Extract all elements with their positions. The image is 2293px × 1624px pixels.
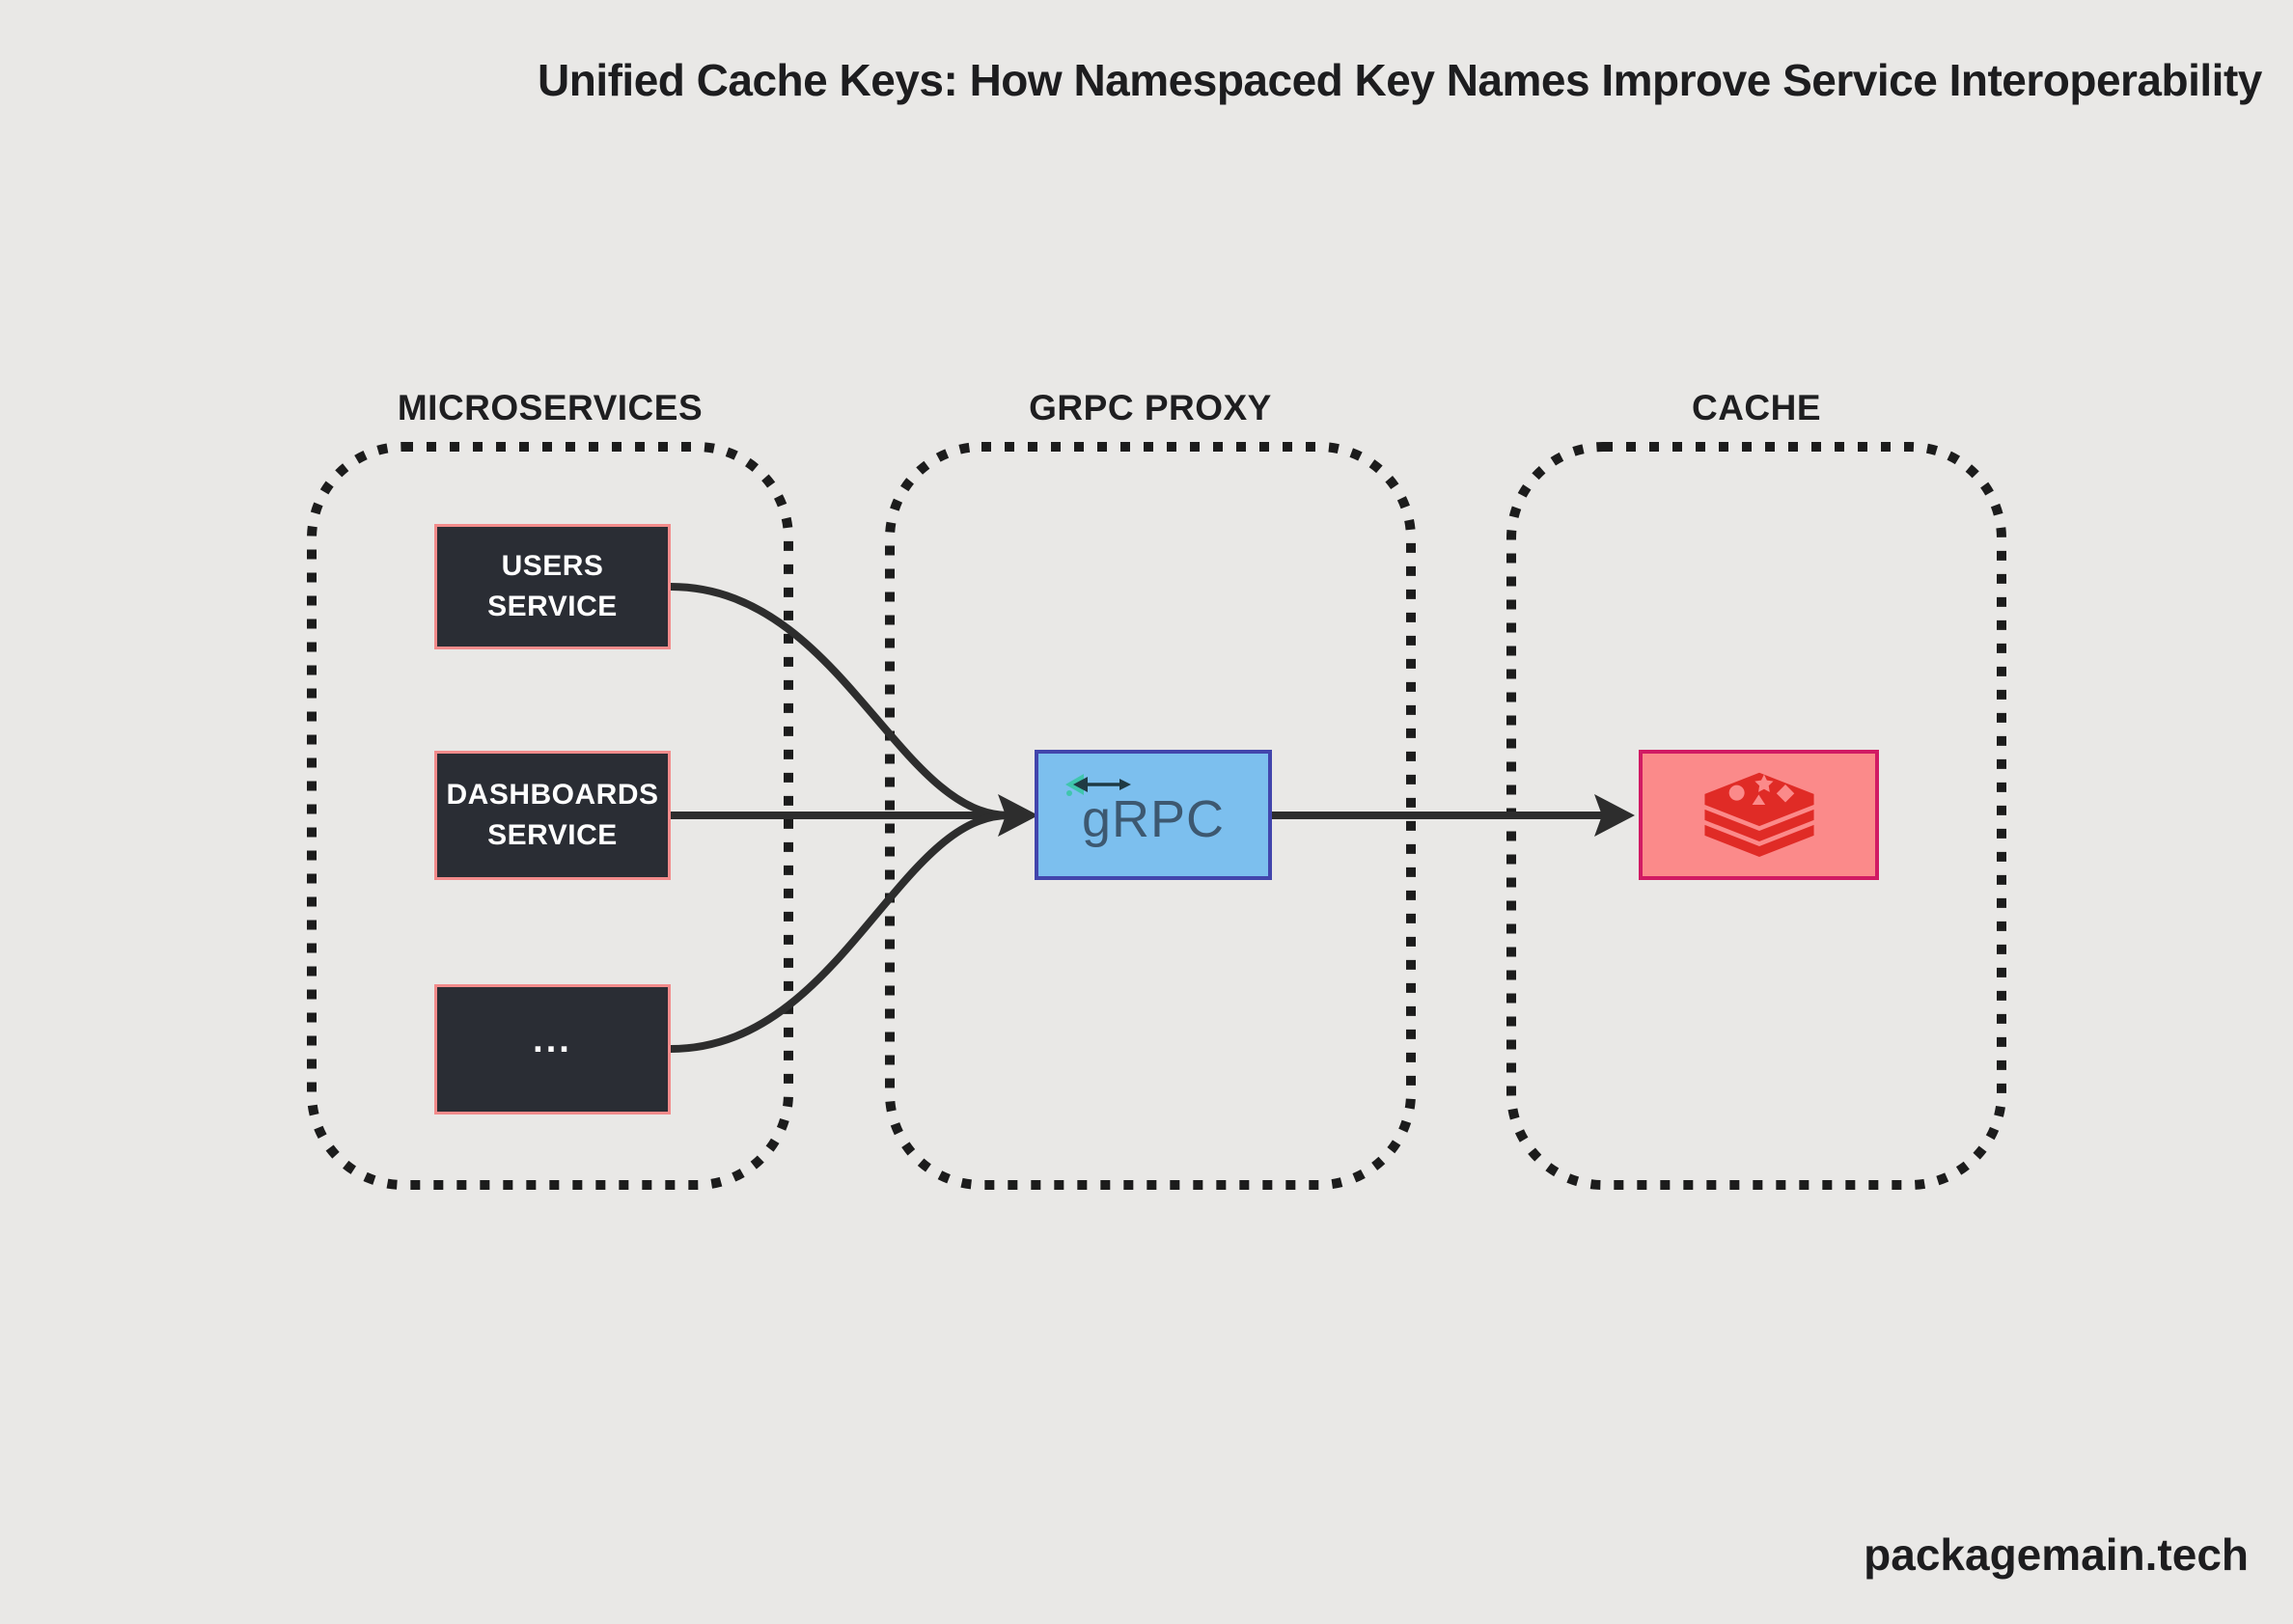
arrow-users-to-grpc (670, 583, 1009, 819)
other-services-ellipsis: ... (533, 1019, 572, 1060)
grpc-wordmark-text: gRPC (1081, 789, 1226, 848)
arrowhead-into-grpc (998, 794, 1038, 837)
arrow-ellipsis-to-grpc (670, 812, 1009, 1053)
arrowhead-into-cache (1594, 794, 1635, 837)
grpc-proxy-container-border (885, 442, 1416, 1190)
dashboards-service-label-line2: SERVICE (487, 819, 618, 851)
users-service-node: USERS SERVICE (434, 524, 671, 649)
dashboards-service-label-line1: DASHBOARDS (446, 779, 659, 811)
redis-cache-node (1639, 750, 1879, 880)
microservices-label: MICROSERVICES (397, 388, 704, 427)
redis-logo-icon (1703, 772, 1814, 857)
users-service-label-line2: SERVICE (487, 591, 618, 622)
cache-label: CACHE (1691, 388, 1822, 427)
grpc-arrow-icon (1064, 773, 1131, 796)
footer-brand: packagemain.tech (1864, 1529, 2249, 1580)
other-services-node: ... (434, 984, 671, 1115)
grpc-node: gRPC (1035, 750, 1272, 880)
users-service-label-line1: USERS (501, 550, 604, 582)
microservices-container-border (307, 442, 793, 1190)
dashboards-service-node: DASHBOARDS SERVICE (434, 751, 671, 880)
grpc-wordmark: gRPC (1064, 773, 1226, 848)
grpc-proxy-label: GRPC PROXY (1029, 388, 1272, 427)
diagram-title: Unified Cache Keys: How Namespaced Key N… (538, 55, 2262, 105)
